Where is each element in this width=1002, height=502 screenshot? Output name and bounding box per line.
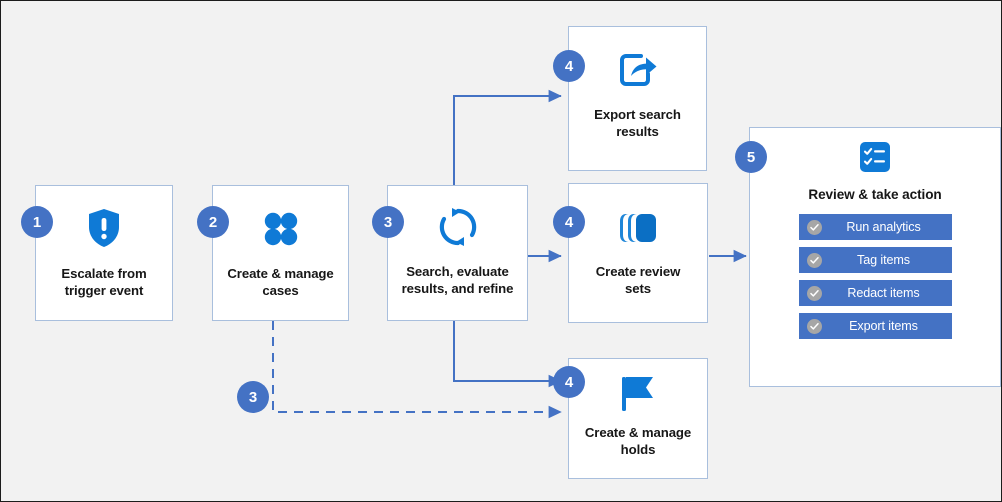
panel-title: Review & take action [808,187,942,202]
refresh-cycle-icon [439,204,477,250]
action-label: Export items [849,319,918,334]
node-escalate-from-trigger-event[interactable]: Escalate from trigger event [35,185,173,321]
node-create-manage-cases[interactable]: Create & manage cases [212,185,349,321]
action-label: Tag items [857,253,910,268]
check-circle-icon [806,252,822,268]
step-badge-2: 2 [197,206,229,238]
step-badge-1: 1 [21,206,53,238]
panel-review-take-action[interactable]: Review & take action Run analytics Tag i… [749,127,1001,387]
stacked-layers-icon [617,206,659,250]
step-badge-5: 5 [735,141,767,173]
step-badge-3: 3 [372,206,404,238]
action-redact-items[interactable]: Redact items [798,280,952,307]
node-label: Export search results [594,107,681,139]
node-label: Create & manage cases [227,266,334,298]
step-badge-4-export: 4 [553,50,585,82]
check-circle-icon [806,285,822,301]
node-create-manage-holds[interactable]: Create & manage holds [568,358,708,479]
action-export-items[interactable]: Export items [798,313,952,340]
node-create-review-sets[interactable]: Create review sets [568,183,708,323]
step-badge-4-holds: 4 [553,366,585,398]
step-badge-3-holds-dashed: 3 [237,381,269,413]
node-label: Create review sets [595,264,681,296]
checklist-icon [860,140,890,174]
connector-search-to-holds [453,321,562,388]
node-label: Create & manage holds [584,425,692,457]
node-label: Escalate from trigger event [61,266,147,298]
connector-cases-to-holds-dashed [272,321,562,419]
action-list: Run analytics Tag items Redact items [798,214,952,340]
shield-alert-icon [87,206,121,250]
node-label: Search, evaluate results, and refine [401,264,514,296]
share-export-icon [618,49,658,93]
action-tag-items[interactable]: Tag items [798,247,952,274]
flag-icon [617,373,659,415]
check-circle-icon [806,219,822,235]
action-run-analytics[interactable]: Run analytics [798,214,952,241]
step-badge-4-reviewsets: 4 [553,206,585,238]
action-label: Redact items [847,286,920,301]
action-label: Run analytics [846,220,921,235]
check-circle-icon [806,318,822,334]
node-export-search-results[interactable]: Export search results [568,26,707,171]
four-dots-icon [261,208,301,250]
node-search-evaluate-refine[interactable]: Search, evaluate results, and refine [387,185,528,321]
connector-search-to-export [453,89,562,185]
